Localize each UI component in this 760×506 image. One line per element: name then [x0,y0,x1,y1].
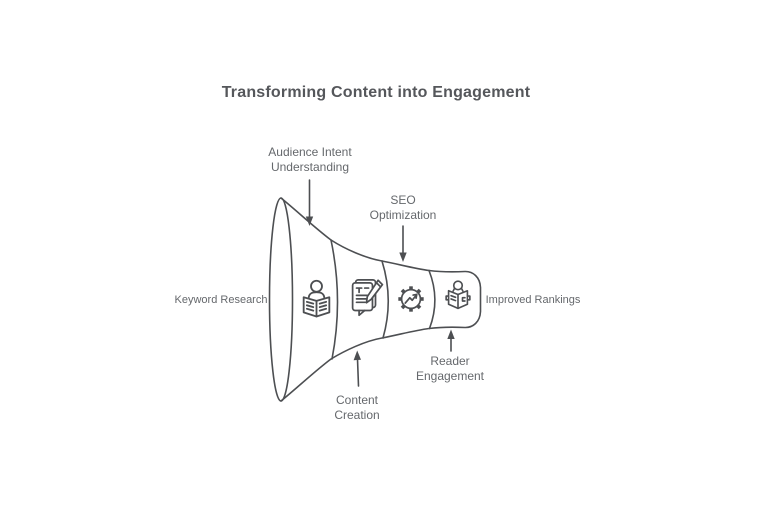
person-reading-icon [445,280,471,310]
page-title: Transforming Content into Engagement [221,84,531,101]
funnel-input-label: Keyword Research [174,294,268,306]
document-pencil-icon [351,279,384,317]
funnel-output-label: Improved Rankings [485,294,581,306]
funnel-rim-ellipse [268,197,294,402]
arrow-content-creation [353,350,361,387]
arrow-reader-engagement [447,329,455,352]
stage-divider-3 [428,269,436,330]
audience-book-icon [302,279,331,318]
stage-divider-2 [381,260,390,339]
stage-label-reader-engagement: Reader Engagement [415,354,485,383]
arrow-seo-optimization [399,225,407,262]
stage-divider-1 [330,239,339,360]
arrow-audience-intent [305,179,314,226]
stage-label-content-creation: Content Creation [334,393,380,422]
gear-chart-icon [398,286,424,312]
stage-label-audience-intent: Audience Intent Understanding [268,145,352,174]
stage-label-seo-optimization: SEO Optimization [369,193,437,222]
funnel-bell-outline [280,197,482,402]
